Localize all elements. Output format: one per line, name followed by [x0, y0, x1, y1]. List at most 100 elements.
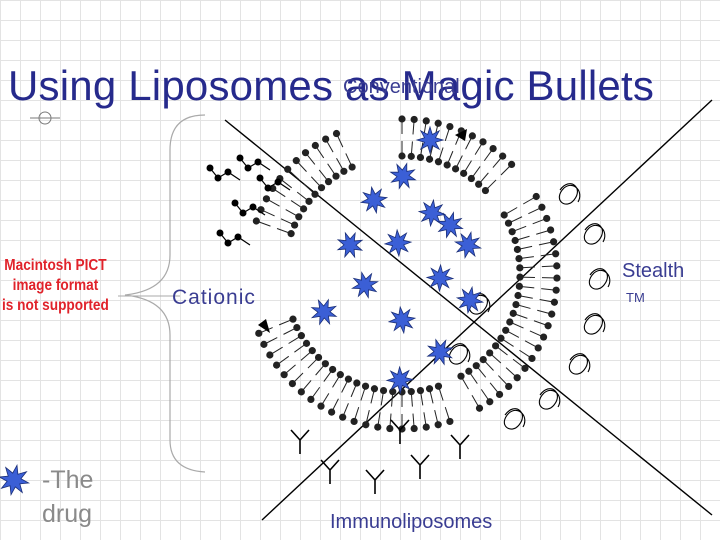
lipid-head [482, 187, 489, 194]
lipid-head [332, 173, 339, 180]
peg-polymer [584, 314, 604, 334]
lipid-head [514, 292, 521, 299]
lipid-head [435, 383, 442, 390]
lipid-head [460, 170, 467, 177]
lipid-head [452, 165, 459, 172]
lipid-head [435, 421, 442, 428]
peg-polymer [504, 409, 524, 429]
lipid-head [508, 161, 515, 168]
lipid-head [543, 215, 550, 222]
lipid-head [289, 380, 296, 387]
lipid-head [492, 342, 499, 349]
lipid-head [516, 273, 523, 280]
lipid-head [351, 418, 358, 425]
drug-star-icon [455, 232, 480, 257]
lipid-head [516, 283, 523, 290]
peg-polymer [589, 269, 609, 289]
lipid-head [417, 154, 424, 161]
cationic-chain [220, 233, 250, 245]
lipid-head [411, 116, 418, 123]
lipid-head [398, 152, 405, 159]
lipid-head [473, 362, 480, 369]
lipid-head [552, 250, 559, 257]
lipid-head [426, 385, 433, 392]
lipid-head [475, 181, 482, 188]
peg-polymer [559, 184, 579, 204]
immunoliposomes-label: Immunoliposomes [330, 511, 492, 534]
drug-star-icon [0, 465, 29, 494]
drug-star-icon [387, 367, 413, 393]
lipid-head [371, 385, 378, 392]
drug-star-icon [417, 127, 443, 153]
lipid-head [281, 371, 288, 378]
lipid-head [386, 425, 393, 432]
antibody [291, 430, 309, 454]
lipid-head [302, 149, 309, 156]
lipid-head [547, 226, 554, 233]
lipid-head [339, 414, 346, 421]
lipid-head [333, 130, 340, 137]
lipid-head [340, 168, 347, 175]
lipid-head [486, 398, 493, 405]
drug-star-icon [391, 164, 416, 189]
lipid-head [260, 341, 267, 348]
cationic-chain [240, 158, 270, 170]
cationic-bead [265, 185, 272, 192]
lipid-head [411, 425, 418, 432]
drug-star-icon [352, 272, 377, 297]
lipid-head [398, 115, 405, 122]
lipid-head [538, 204, 545, 211]
cationic-bead [225, 240, 232, 247]
lipid-head [293, 157, 300, 164]
lipid-head [318, 184, 325, 191]
antibody [366, 470, 384, 494]
lipid-head [289, 316, 296, 323]
cationic-bead [257, 175, 264, 182]
lipid-head [417, 387, 424, 394]
lipid-head [322, 135, 329, 142]
lipid-head [551, 299, 558, 306]
cationic-bead [237, 155, 244, 162]
lipid-head [263, 195, 270, 202]
lipid-head [337, 371, 344, 378]
cationic-bead [245, 165, 252, 172]
lipid-head [305, 198, 312, 205]
antibody [321, 460, 339, 484]
lipid-head [540, 333, 547, 340]
lipid-head [501, 211, 508, 218]
lipid-head [479, 138, 486, 145]
lipid-head [309, 347, 316, 354]
cationic-bead [217, 230, 224, 237]
lipid-head [480, 356, 487, 363]
lipid-head [426, 156, 433, 163]
lipid-head [288, 230, 295, 237]
lipid-head [435, 120, 442, 127]
lipid-head [307, 396, 314, 403]
lipid-head [476, 405, 483, 412]
lipid-head [506, 318, 513, 325]
missing-image-notice: Macintosh PICT image format is not suppo… [0, 256, 111, 316]
antibody [391, 420, 409, 444]
lipid-head [512, 237, 519, 244]
lipid-head [317, 403, 324, 410]
peg-polymer [449, 344, 469, 364]
cationic-bead [225, 169, 232, 176]
lipid-head [345, 376, 352, 383]
missing-image-line: Macintosh PICT [0, 256, 111, 276]
lipid-head [514, 246, 521, 253]
missing-image-line: image format [0, 276, 111, 296]
lipid-head [545, 322, 552, 329]
lipid-head [312, 142, 319, 149]
slide-title: Using Liposomes as Magic Bullets [8, 62, 654, 110]
lipid-head [293, 324, 300, 331]
lipid-head [325, 178, 332, 185]
cationic-chain [210, 168, 240, 180]
drug-star-icon [361, 187, 387, 213]
cationic-bead [235, 234, 242, 241]
lipid-head [298, 332, 305, 339]
lipid-head [349, 163, 356, 170]
cationic-label: Cationic [172, 284, 252, 312]
drug-star-icon [389, 307, 415, 333]
lipid-head [328, 409, 335, 416]
lipid-head [553, 274, 560, 281]
